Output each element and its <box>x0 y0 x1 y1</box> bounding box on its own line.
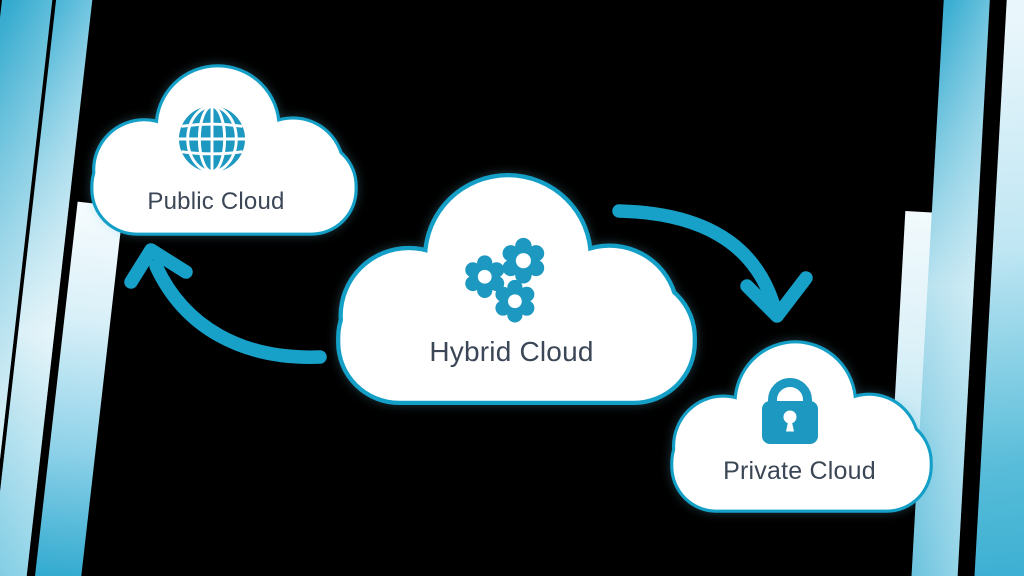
cloud-shape <box>336 173 697 405</box>
node-label: Private Cloud <box>723 457 876 485</box>
gears-icon <box>465 237 545 323</box>
arrow-hybrid-to-public <box>124 243 327 364</box>
node-private-cloud: Private Cloud <box>668 338 935 515</box>
node-label: Hybrid Cloud <box>429 336 594 367</box>
node-label: Public Cloud <box>147 188 285 215</box>
node-public-cloud: Public Cloud <box>88 62 360 238</box>
lock-icon <box>762 378 818 444</box>
node-hybrid-cloud: Hybrid Cloud <box>333 170 700 408</box>
cloud-shape <box>670 340 933 513</box>
cloud-shape <box>90 64 358 236</box>
globe-icon <box>178 104 246 174</box>
